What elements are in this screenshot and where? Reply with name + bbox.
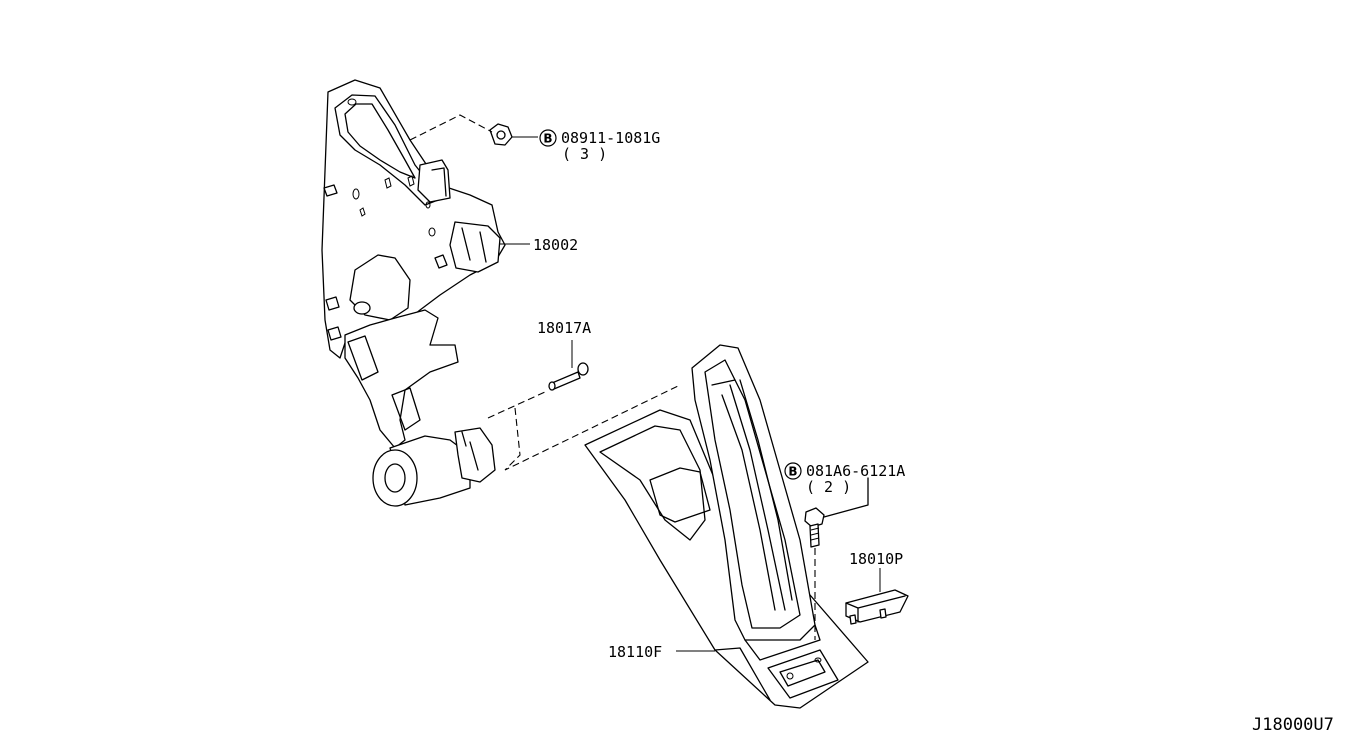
nut-quantity: ( 3 ) xyxy=(562,145,607,163)
bolt-part-number: 081A6-6121A xyxy=(806,462,905,480)
pedal-bracket-assembly[interactable] xyxy=(321,79,506,507)
pin-part-number: 18017A xyxy=(537,319,591,337)
b-circle-marker xyxy=(539,129,557,147)
nut-part-number: 08911-1081G xyxy=(561,129,660,147)
pedal-part-number: 18110F xyxy=(608,643,662,661)
hex-nut[interactable] xyxy=(489,123,513,146)
hex-bolt[interactable] xyxy=(804,507,825,548)
pin-guide-line xyxy=(487,384,681,471)
bolt-leader-line xyxy=(823,477,869,518)
bolt-marker-letter: B xyxy=(788,465,797,479)
stopper-part-number: 18010P xyxy=(849,550,903,568)
nut-callout: B 08911-1081G ( 3 ) xyxy=(539,129,660,163)
clevis-pin[interactable] xyxy=(548,362,589,391)
bracket-part-number: 18002 xyxy=(533,236,578,254)
bolt-callout: B 081A6-6121A ( 2 ) xyxy=(784,462,905,496)
nut-marker-letter: B xyxy=(543,132,552,146)
bolt-quantity: ( 2 ) xyxy=(806,478,851,496)
nut-guide-line xyxy=(409,114,493,141)
b-circle-marker xyxy=(784,462,802,480)
pedal-stopper[interactable] xyxy=(845,589,909,625)
accelerator-pedal-assembly[interactable] xyxy=(584,344,869,709)
diagram-code: J18000U7 xyxy=(1252,715,1334,735)
